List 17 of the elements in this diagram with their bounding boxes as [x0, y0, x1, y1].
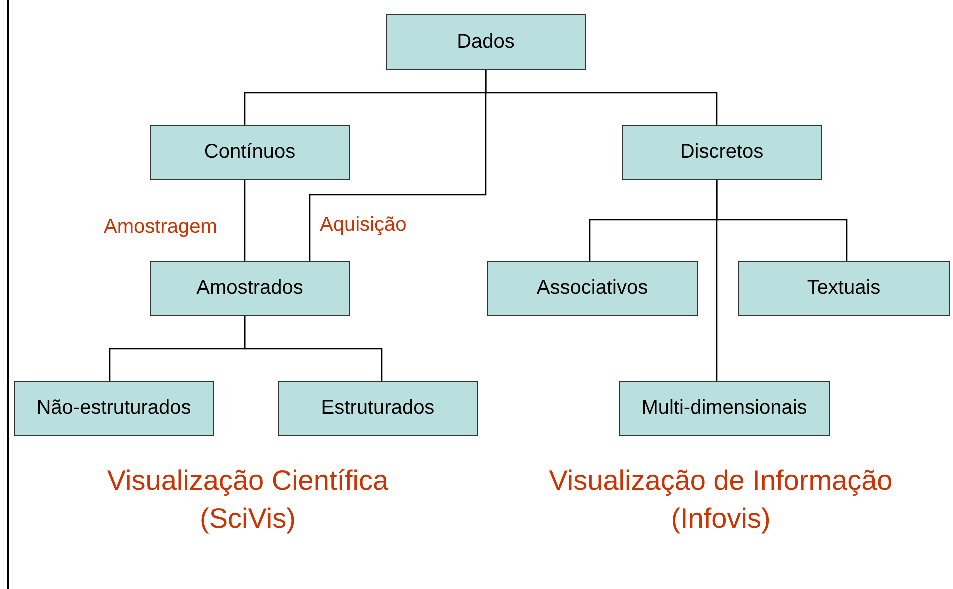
connector-line: [244, 316, 383, 381]
category-box: Associativos: [487, 261, 698, 316]
category-box: Multi-dimensionais: [619, 381, 830, 436]
category-box: Textuais: [738, 261, 950, 316]
category-box: Dados: [386, 14, 586, 70]
connector-line: [716, 180, 718, 381]
edge-label: Amostragem: [104, 216, 218, 239]
category-box: Não-estruturados: [14, 381, 214, 436]
category-box: Estruturados: [278, 381, 478, 436]
category-box: Amostrados: [150, 261, 350, 316]
section-caption: Visualização de Informação (Infovis): [548, 464, 894, 536]
section-caption: Visualização Científica (SciVis): [106, 464, 390, 536]
category-box: Contínuos: [150, 125, 350, 180]
category-box: Discretos: [622, 125, 822, 180]
edge-label: Aquisição: [320, 214, 407, 237]
connector-line: [309, 70, 487, 261]
connector-line: [244, 180, 246, 261]
